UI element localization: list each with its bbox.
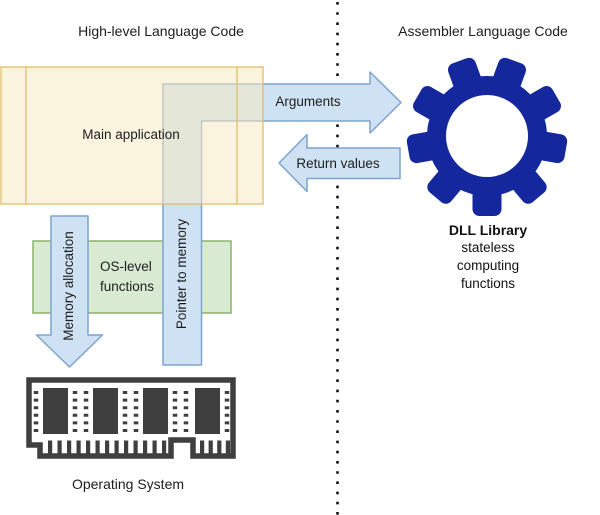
memory-allocation-arrow bbox=[35, 215, 104, 368]
ram-module-icon bbox=[26, 377, 236, 459]
dll-library-caption: DLL Library stateless computing function… bbox=[449, 221, 527, 293]
os-level-functions-line1: OS-level bbox=[100, 259, 152, 274]
operating-system-label: Operating System bbox=[71, 476, 185, 492]
dll-library-title: DLL Library bbox=[448, 222, 528, 238]
os-level-functions-line2: functions bbox=[100, 279, 155, 294]
pointer-to-memory-label: Pointer to memory bbox=[174, 218, 189, 330]
memory-allocation-label: Memory allocation bbox=[61, 231, 76, 341]
os-level-functions-label: OS-level functions bbox=[100, 257, 154, 297]
high-level-language-title: High-level Language Code bbox=[78, 23, 244, 39]
main-application-label: Main application bbox=[82, 127, 180, 142]
gear-icon bbox=[406, 57, 568, 216]
return-values-arrow bbox=[278, 133, 401, 193]
dll-library-sub3: functions bbox=[460, 276, 516, 291]
dll-library-sub2: computing bbox=[456, 258, 520, 273]
arguments-label: Arguments bbox=[275, 94, 341, 109]
dll-library-sub1: stateless bbox=[461, 240, 515, 255]
assembler-language-title: Assembler Language Code bbox=[398, 23, 568, 39]
main-application-box bbox=[0, 66, 264, 205]
return-values-label: Return values bbox=[296, 156, 380, 171]
